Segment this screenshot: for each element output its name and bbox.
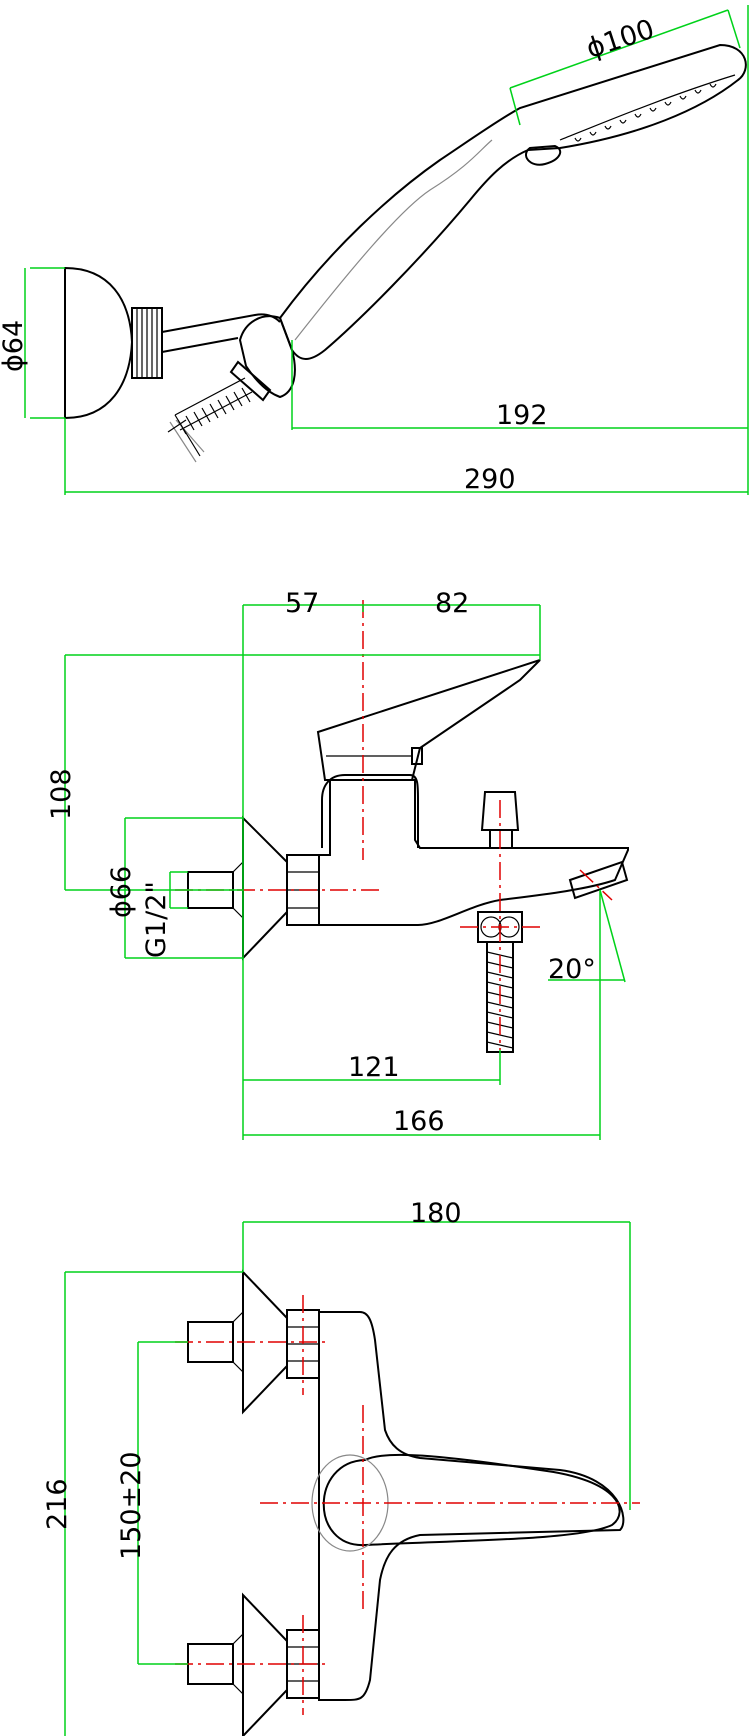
dim-centers-150: 150±20 — [116, 1451, 147, 1560]
dim-thread: G1/2" — [141, 881, 172, 958]
handle-highlight — [294, 139, 493, 341]
spray-face — [559, 74, 736, 141]
side-center-lines — [175, 600, 613, 1050]
holder-cup — [238, 315, 296, 399]
side-flange — [242, 815, 288, 961]
hose-coils — [167, 377, 253, 463]
dim-projection-166: 166 — [393, 1106, 445, 1137]
hose-nut — [229, 360, 272, 402]
side-dims — [64, 604, 626, 1140]
dim-head-diameter: ϕ100 — [583, 14, 659, 65]
dim-angle-20: 20° — [548, 954, 596, 985]
dim-projection-121: 121 — [348, 1052, 400, 1083]
front-flange-bottom — [242, 1592, 288, 1736]
holder-arm — [161, 313, 281, 353]
hand-shower-view: ϕ100 ϕ64 192 290 — [0, 5, 749, 495]
side-cartridge — [321, 774, 419, 848]
hand-shower-dims — [24, 5, 749, 495]
side-diverter — [480, 791, 520, 831]
front-center-lines — [175, 1295, 640, 1715]
shower-handle — [278, 43, 747, 360]
side-aerator — [568, 860, 629, 900]
spray-nozzles — [574, 83, 717, 142]
dim-wall-diameter: ϕ64 — [0, 320, 29, 372]
mixer-front-view: 180 216 150±20 — [42, 1198, 640, 1736]
front-body — [318, 1311, 625, 1701]
dim-height-216: 216 — [42, 1478, 73, 1530]
dim-lever-offset-82: 82 — [435, 588, 469, 619]
wall-flange — [64, 266, 134, 420]
dim-width-180: 180 — [410, 1198, 462, 1229]
dim-height-108: 108 — [46, 768, 77, 820]
dim-spout-offset-57: 57 — [285, 588, 319, 619]
mixer-side-view: 57 82 108 ϕ66 G1/2" 20° 121 166 — [46, 588, 629, 1140]
side-body — [318, 779, 629, 926]
trigger-button — [525, 144, 562, 166]
side-lever — [316, 659, 541, 781]
dim-projection-192: 192 — [496, 400, 548, 431]
collar-ribs — [136, 308, 158, 378]
front-dims — [64, 1221, 631, 1736]
dim-total-290: 290 — [464, 464, 516, 495]
front-lever — [322, 1453, 621, 1547]
dim-flange-diameter: ϕ66 — [106, 866, 137, 918]
